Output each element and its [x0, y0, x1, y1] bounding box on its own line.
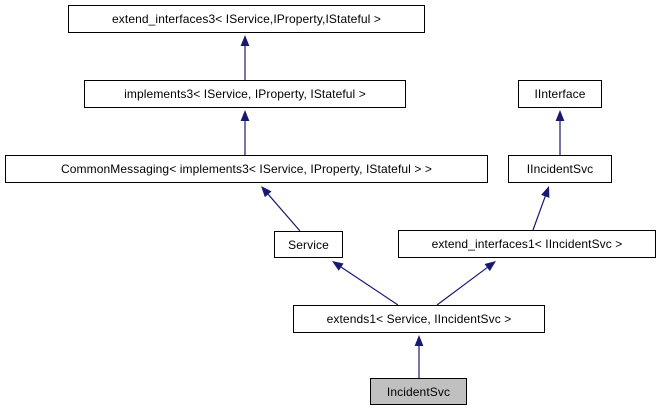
class-node-label: Service	[288, 237, 329, 252]
inheritance-arrow	[414, 335, 424, 378]
class-node-Service[interactable]: Service	[274, 231, 343, 258]
class-node-IIncidentSvc[interactable]: IIncidentSvc	[508, 155, 612, 183]
class-node-label: CommonMessaging< implements3< IService, …	[60, 162, 432, 176]
class-node-label: IncidentSvc	[386, 384, 451, 399]
class-node-label: extends1< Service, IIncidentSvc >	[326, 312, 512, 326]
arrowhead-icon	[240, 110, 250, 121]
inheritance-arrow	[532, 186, 550, 231]
inheritance-arrow	[240, 110, 250, 155]
class-node-label: IInterface	[534, 87, 586, 101]
inheritance-arrow	[261, 186, 301, 232]
arrowhead-icon	[240, 35, 250, 46]
edge-line	[267, 193, 301, 232]
class-node-label: extend_interfaces3< IService,IProperty,I…	[112, 12, 381, 26]
class-node-label: IIncidentSvc	[526, 162, 594, 176]
class-node-IncidentSvc[interactable]: IncidentSvc	[370, 378, 467, 405]
class-node-CommonMessaging[interactable]: CommonMessaging< implements3< IService, …	[5, 155, 488, 183]
class-node-label: extend_interfaces1< IIncidentSvc >	[431, 237, 623, 251]
inheritance-arrow	[332, 261, 399, 306]
edge-line	[340, 266, 399, 306]
edge-line	[436, 267, 488, 306]
arrowhead-icon	[541, 186, 550, 198]
arrowhead-icon	[414, 335, 424, 346]
class-node-label: implements3< IService, IProperty, IState…	[124, 87, 366, 101]
class-node-implements3[interactable]: implements3< IService, IProperty, IState…	[84, 80, 406, 108]
inheritance-arrow	[555, 110, 565, 155]
arrowhead-icon	[484, 261, 496, 272]
edge-line	[532, 196, 546, 231]
class-node-extends1[interactable]: extends1< Service, IIncidentSvc >	[293, 305, 545, 333]
arrowhead-icon	[332, 261, 344, 271]
class-node-extend_interfaces1[interactable]: extend_interfaces1< IIncidentSvc >	[398, 230, 656, 258]
class-node-IInterface[interactable]: IInterface	[518, 80, 602, 108]
inheritance-arrow	[436, 261, 496, 306]
arrowhead-icon	[261, 186, 272, 198]
class-node-extend_interfaces3[interactable]: extend_interfaces3< IService,IProperty,I…	[68, 5, 425, 33]
arrowhead-icon	[555, 110, 565, 121]
inheritance-arrow	[240, 35, 250, 80]
